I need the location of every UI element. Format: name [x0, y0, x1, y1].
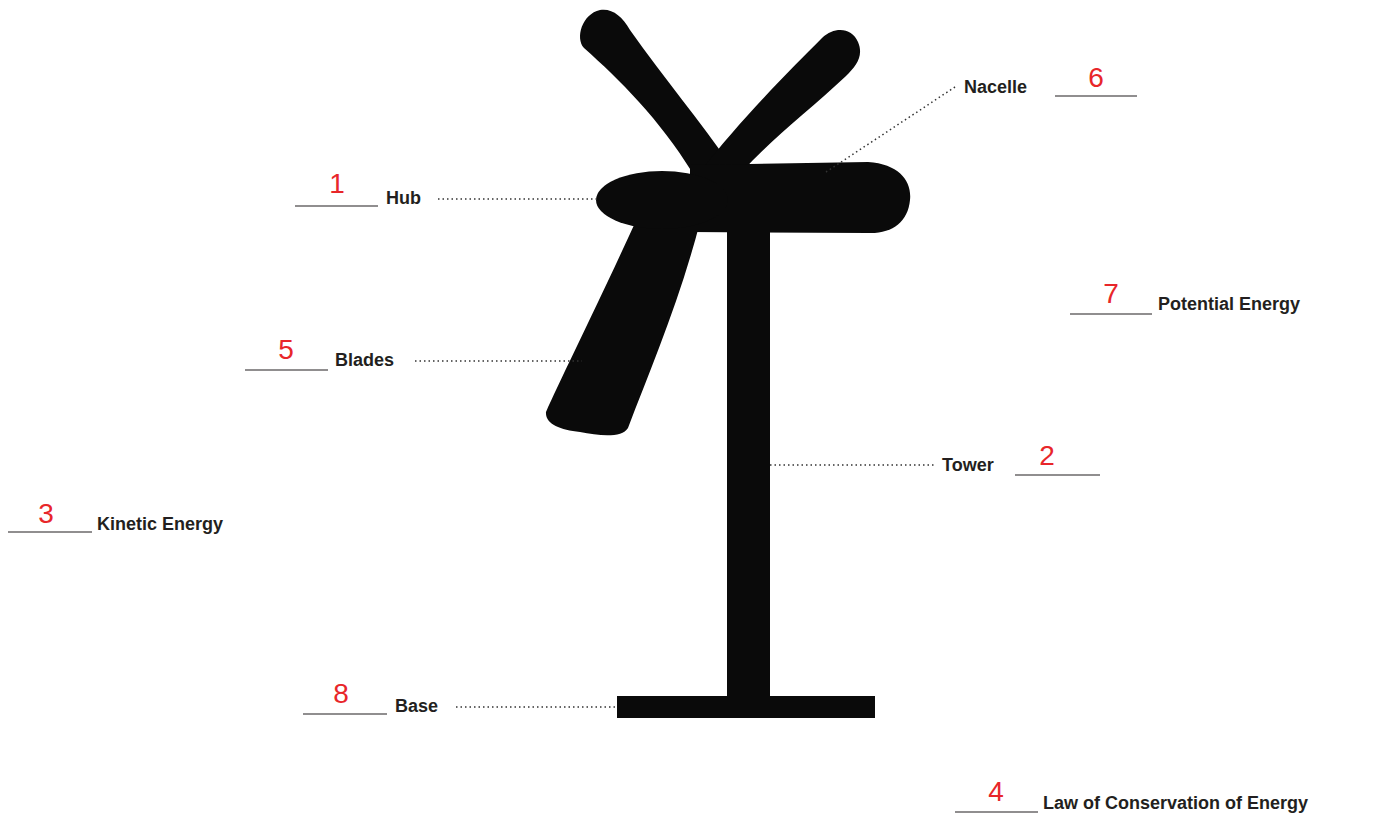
callout-number: 1: [329, 169, 345, 200]
callout-number: 7: [1103, 279, 1119, 310]
answer-blanks: [8, 96, 1152, 812]
blade-lower: [546, 212, 700, 435]
tower: [727, 226, 770, 698]
callout-number: 8: [333, 679, 349, 710]
part-label: Blades: [335, 351, 394, 371]
answer-blank: [1015, 474, 1100, 475]
leader-line: [770, 464, 935, 466]
hub: [596, 171, 728, 229]
leader-line: [826, 87, 955, 172]
leader-line: [415, 360, 582, 362]
callout-number: 3: [38, 499, 54, 530]
answer-blank: [955, 811, 1038, 812]
callout-number: 5: [278, 335, 294, 366]
blade-upper-right: [700, 30, 860, 172]
part-label: Potential Energy: [1158, 295, 1300, 315]
leader-line: [438, 198, 600, 200]
answer-blank: [245, 369, 328, 370]
answer-blank: [303, 713, 387, 714]
part-label: Kinetic Energy: [97, 515, 223, 535]
callout-number: 4: [988, 777, 1004, 808]
part-label: Nacelle: [964, 78, 1027, 98]
callout-number: 2: [1039, 441, 1055, 472]
base: [617, 696, 875, 718]
answer-blank: [1055, 95, 1137, 96]
part-label: Law of Conservation of Energy: [1043, 794, 1308, 814]
blade-upper-left: [580, 10, 730, 172]
leader-line: [456, 706, 618, 708]
answer-blank: [1070, 313, 1152, 314]
turbine-silhouette: [546, 10, 910, 718]
part-label: Hub: [386, 189, 421, 209]
leader-lines: [415, 87, 955, 707]
answer-blank: [295, 205, 378, 206]
answer-blank: [8, 531, 92, 532]
part-label: Base: [395, 697, 438, 717]
part-label: Tower: [942, 456, 994, 476]
callout-number: 6: [1088, 63, 1104, 94]
